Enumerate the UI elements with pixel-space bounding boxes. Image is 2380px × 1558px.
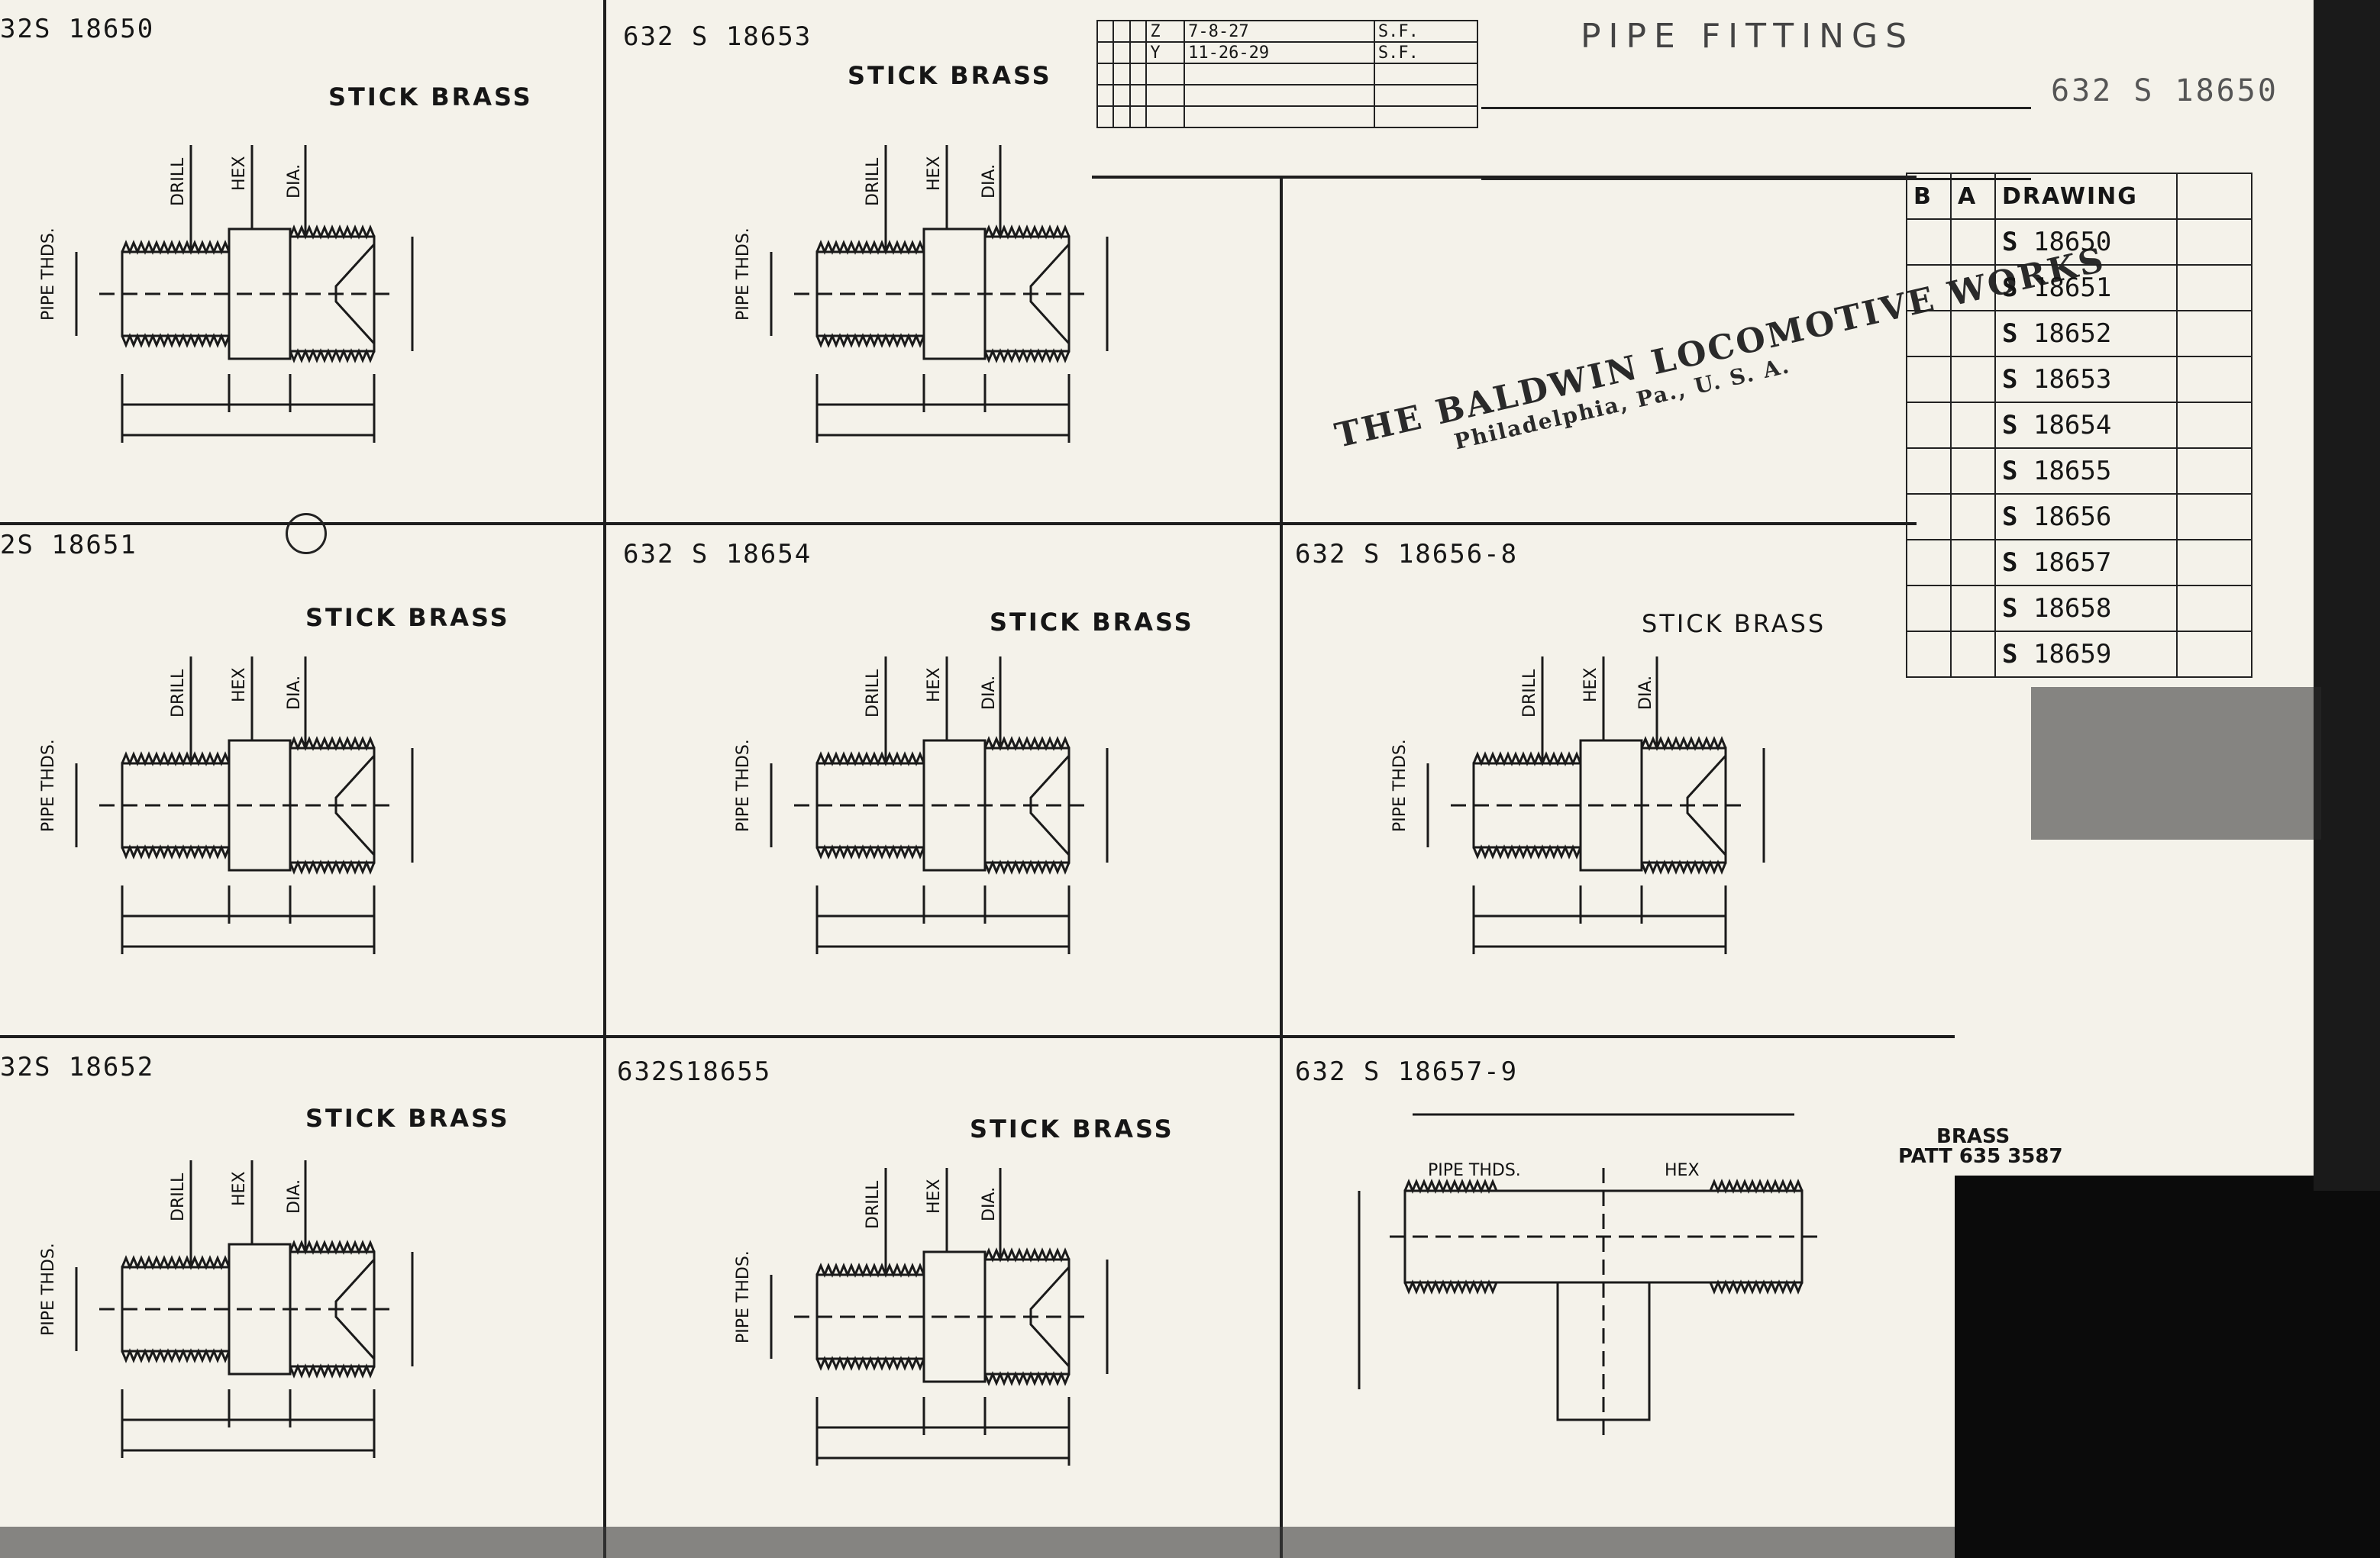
fitting-drawing: PIPE THDS. DRILL HEX DIA. (710, 1137, 1184, 1492)
svg-text:DIA.: DIA. (285, 1179, 304, 1214)
material-label: STICK BRASS (328, 82, 533, 111)
part-number: 632S18655 (617, 1056, 772, 1087)
svg-text:HEX: HEX (925, 667, 944, 702)
revision-initials: S.F. (1373, 20, 1479, 43)
column-divider (603, 0, 606, 1558)
revision-letter: Z (1145, 20, 1186, 43)
drawing-list-table: B A DRAWING S 18650 S 18651 S 18652 S 18… (1906, 173, 2252, 678)
list-row: S 18653 (1906, 356, 2252, 403)
svg-text:DIA.: DIA. (980, 676, 999, 710)
drawing-title: PIPE FITTINGS (1581, 17, 1915, 56)
svg-text:HEX: HEX (1581, 667, 1600, 702)
title-block-border (1092, 176, 1917, 179)
tee-fitting-drawing: PIPE THDS. HEX (1344, 1084, 1817, 1438)
column-divider (1280, 176, 1283, 1558)
row-divider (0, 522, 1917, 525)
list-row: S 18654 (1906, 402, 2252, 449)
svg-text:DRILL: DRILL (169, 1173, 188, 1221)
list-row: S 18655 (1906, 447, 2252, 495)
svg-text:PIPE THDS.: PIPE THDS. (734, 739, 753, 832)
svg-text:DIA.: DIA. (980, 1187, 999, 1221)
material-label: STICK BRASS (1642, 609, 1826, 638)
sheet-number: 632 S 18650 (2051, 73, 2278, 108)
part-number: 632 S 18657-9 (1295, 1056, 1519, 1087)
revision-date: 7-8-27 (1184, 20, 1375, 43)
part-number: 632 S 18653 (623, 21, 812, 52)
fitting-drawing: PIPE THDS. DRILL HEX DIA. (15, 626, 489, 980)
material-label: STICK BRASS (305, 603, 510, 632)
material-note: BRASS PATT 635 3587 (1898, 1127, 2063, 1166)
material-label: STICK BRASS (305, 1104, 510, 1133)
list-row: S 18656 (1906, 493, 2252, 540)
dark-edge-area (2314, 0, 2380, 1191)
fitting-drawing: PIPE THDS. DRILL HEX DIA. (15, 1130, 489, 1484)
fitting-drawing: PIPE THDS. DRILL HEX DIA. (710, 115, 1184, 469)
revision-letter: Y (1145, 41, 1186, 64)
part-number: 32S 18652 (0, 1052, 155, 1082)
svg-text:HEX: HEX (925, 1179, 944, 1214)
fitting-sketch: PIPE THDS. DRILL HEX DIA. (734, 656, 1109, 954)
list-header-b: B (1906, 173, 1952, 220)
part-number: 632 S 18656-8 (1295, 539, 1519, 569)
fitting-sketch: PIPE THDS. HEX (1358, 1113, 1817, 1435)
svg-text:PIPE THDS.: PIPE THDS. (1428, 1161, 1521, 1180)
list-row: S 18652 (1906, 310, 2252, 357)
fitting-sketch: PIPE THDS. DRILL HEX DIA. (39, 1160, 414, 1458)
list-header-drawing: DRAWING (1994, 173, 2178, 220)
svg-text:PIPE THDS.: PIPE THDS. (734, 227, 753, 321)
material-label: STICK BRASS (990, 608, 1194, 637)
fitting-sketch: PIPE THDS. DRILL HEX DIA. (39, 656, 414, 954)
bottom-edge-stain (0, 1527, 1955, 1558)
svg-text:DRILL: DRILL (1520, 669, 1539, 718)
revision-date: 11-26-29 (1184, 41, 1375, 64)
svg-text:HEX: HEX (1665, 1161, 1700, 1180)
fitting-drawing: PIPE THDS. DRILL HEX DIA. (1367, 626, 1840, 980)
smudge-area (2031, 687, 2321, 840)
svg-text:PIPE THDS.: PIPE THDS. (39, 739, 58, 832)
svg-text:HEX: HEX (230, 1171, 249, 1206)
part-number: 32S 18650 (0, 14, 155, 44)
svg-text:DIA.: DIA. (285, 164, 304, 198)
fitting-sketch: PIPE THDS. DRILL HEX DIA. (734, 145, 1109, 443)
list-row: S 18658 (1906, 585, 2252, 632)
list-row: S 18659 (1906, 631, 2252, 678)
svg-text:DRILL: DRILL (864, 157, 883, 206)
svg-text:HEX: HEX (230, 156, 249, 191)
list-row: S 18651 (1906, 264, 2252, 311)
fitting-drawing: PIPE THDS. DRILL HEX DIA. (15, 115, 489, 469)
pattern-note: PATT 635 3587 (1898, 1145, 2063, 1168)
list-header-a: A (1950, 173, 1996, 220)
part-number: 2S 18651 (0, 530, 137, 560)
svg-text:DRILL: DRILL (864, 669, 883, 718)
svg-text:PIPE THDS.: PIPE THDS. (734, 1250, 753, 1343)
material-label: STICK BRASS (848, 61, 1052, 90)
fitting-sketch: PIPE THDS. DRILL HEX DIA. (734, 1168, 1109, 1466)
svg-text:PIPE THDS.: PIPE THDS. (1390, 739, 1410, 832)
svg-text:DRILL: DRILL (169, 669, 188, 718)
material-label: BRASS (1936, 1125, 2010, 1148)
revision-initials: S.F. (1373, 41, 1479, 64)
fitting-sketch: PIPE THDS. DRILL HEX DIA. (1390, 656, 1765, 954)
dark-stain-area (1955, 1176, 2380, 1558)
part-number: 632 S 18654 (623, 539, 812, 569)
svg-text:DIA.: DIA. (285, 676, 304, 710)
svg-text:HEX: HEX (230, 667, 249, 702)
material-label: STICK BRASS (970, 1114, 1174, 1144)
list-row: S 18657 (1906, 539, 2252, 586)
approval-strip (1481, 107, 2031, 180)
svg-text:DRILL: DRILL (169, 157, 188, 206)
svg-text:PIPE THDS.: PIPE THDS. (39, 227, 58, 321)
fitting-sketch: PIPE THDS. DRILL HEX DIA. (39, 145, 414, 443)
fitting-drawing: PIPE THDS. DRILL HEX DIA. (710, 626, 1184, 980)
svg-text:HEX: HEX (925, 156, 944, 191)
svg-text:DIA.: DIA. (1636, 676, 1655, 710)
svg-text:PIPE THDS.: PIPE THDS. (39, 1243, 58, 1336)
svg-text:DRILL: DRILL (864, 1180, 883, 1229)
row-divider (0, 1035, 1955, 1038)
circled-mark (286, 513, 327, 554)
list-row: S 18650 (1906, 218, 2252, 266)
svg-text:DIA.: DIA. (980, 164, 999, 198)
